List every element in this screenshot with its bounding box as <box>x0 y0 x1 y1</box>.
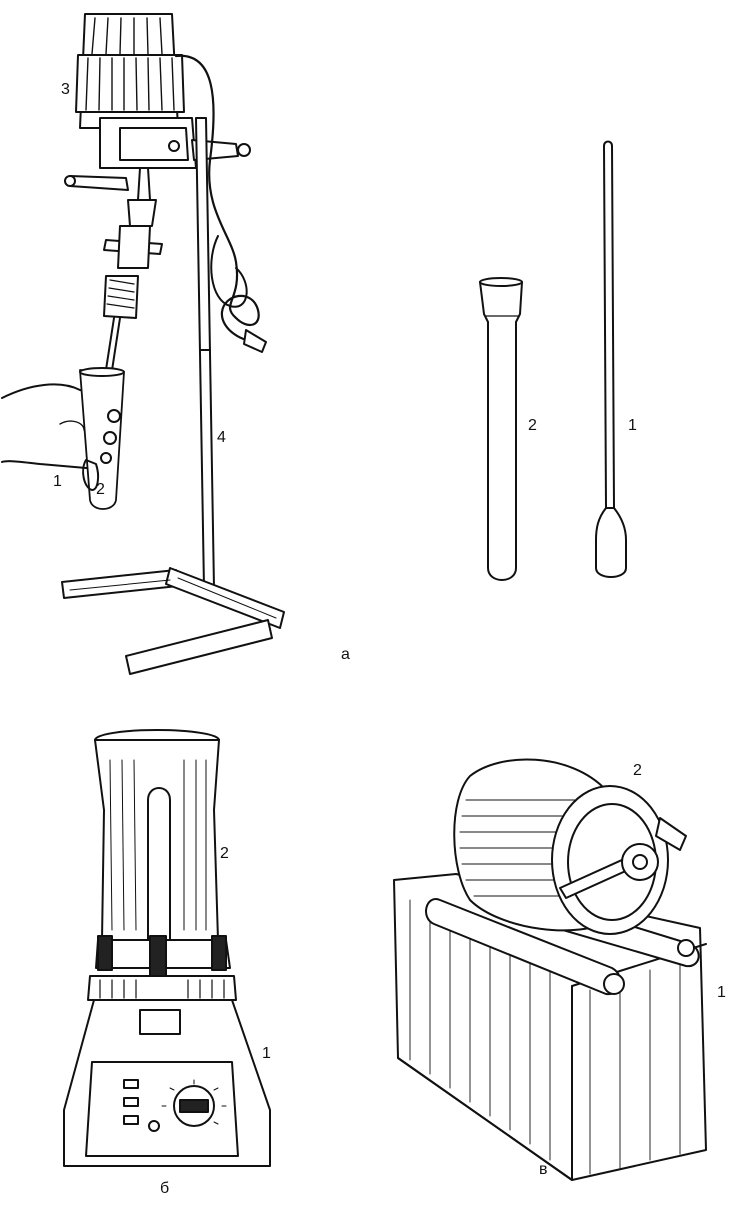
label-b-2: 2 <box>220 845 229 862</box>
stirring-rod <box>595 140 627 578</box>
label-a-3: 3 <box>61 81 70 98</box>
label-v-2: 2 <box>633 762 642 779</box>
hand-with-tube <box>1 367 125 510</box>
label-a-detail-2: 2 <box>528 417 537 434</box>
roller-box <box>393 873 707 1181</box>
stand-base <box>61 567 285 675</box>
label-b-1: 1 <box>262 1045 271 1062</box>
caption-b: б <box>160 1180 170 1197</box>
motor-base <box>63 999 271 1167</box>
locking-ring <box>87 935 237 1001</box>
caption-v: в <box>539 1161 548 1178</box>
label-v-1: 1 <box>717 984 726 1001</box>
panel-a-stirrer <box>1 13 285 675</box>
panel-a-detail <box>479 140 627 581</box>
label-a-1: 1 <box>53 473 62 490</box>
panel-b-homogenizer <box>63 729 271 1167</box>
panel-v-roller <box>393 758 707 1181</box>
power-cable <box>174 54 260 342</box>
container <box>94 729 220 951</box>
label-a-detail-1: 1 <box>628 417 637 434</box>
caption-a: а <box>341 646 350 663</box>
label-a-4: 4 <box>217 429 226 446</box>
test-tube <box>479 277 523 581</box>
label-a-2: 2 <box>96 481 105 498</box>
motor-housing <box>64 13 251 191</box>
drum <box>453 758 687 935</box>
